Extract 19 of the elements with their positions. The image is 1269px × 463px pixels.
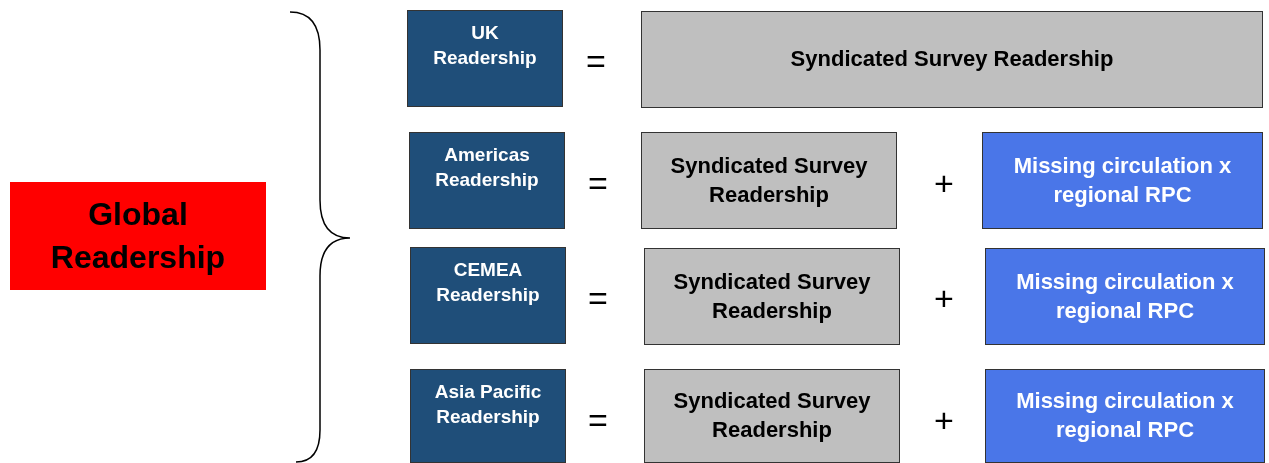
region-box: Americas Readership [409,132,565,229]
operator-sign: = [587,403,609,437]
operator-sign: = [587,281,609,315]
circulation-box: Missing circulation x regional RPC [985,369,1265,463]
survey-box: Syndicated Survey Readership [644,369,900,463]
summary-box: Global Readership [10,182,266,290]
operator-sign: = [585,44,607,78]
circulation-box: Missing circulation x regional RPC [982,132,1263,229]
operator-sign: + [933,281,955,315]
survey-box: Syndicated Survey Readership [644,248,900,345]
operator-sign: + [933,166,955,200]
circulation-box: Missing circulation x regional RPC [985,248,1265,345]
region-box: CEMEA Readership [410,247,566,344]
operator-sign: + [933,403,955,437]
operator-sign: = [587,166,609,200]
region-box: Asia Pacific Readership [410,369,566,463]
region-box: UK Readership [407,10,563,107]
survey-box: Syndicated Survey Readership [641,132,897,229]
survey-box: Syndicated Survey Readership [641,11,1263,108]
